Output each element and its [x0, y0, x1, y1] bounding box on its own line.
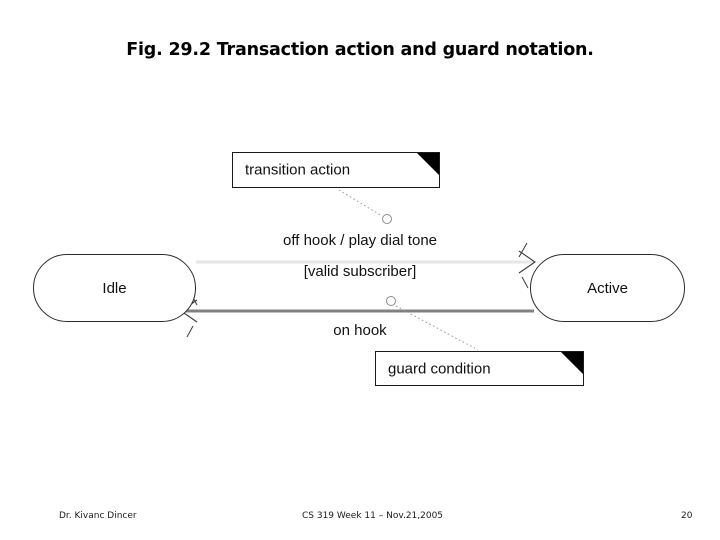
- note-folded-corner-icon: [417, 153, 439, 175]
- transition-label-event-action: off hook / play dial tone: [283, 232, 437, 249]
- state-node-active[interactable]: Active: [530, 254, 685, 322]
- note-guard-condition[interactable]: guard condition: [375, 351, 584, 386]
- arrowhead-into-active-tail: [518, 242, 529, 289]
- note-text-guard-condition: guard condition: [388, 360, 491, 377]
- note-leader-line-guard-condition: [395, 305, 479, 351]
- footer-course-info: CS 319 Week 11 – Nov.21,2005: [302, 511, 444, 521]
- state-label-active: Active: [587, 279, 628, 297]
- note-leader-line-transition-action: [338, 189, 383, 217]
- note-transition-action[interactable]: transition action: [232, 152, 440, 188]
- footer-author: Dr. Kivanc Dincer: [59, 511, 137, 521]
- note-folded-corner-icon: [561, 352, 583, 374]
- transition-label-on-hook: on hook: [333, 322, 387, 339]
- arrowhead-into-active: [518, 250, 536, 274]
- note-anchor-circle-transition-action: [382, 214, 392, 224]
- note-anchor-circle-guard-condition: [386, 296, 396, 306]
- state-node-idle[interactable]: Idle: [33, 254, 196, 322]
- transition-label-guard: [valid subscriber]: [303, 263, 417, 280]
- state-label-idle: Idle: [102, 279, 127, 297]
- footer-page-number: 20: [681, 511, 693, 521]
- note-text-transition-action: transition action: [245, 161, 351, 179]
- page-title: Fig. 29.2 Transaction action and guard n…: [126, 40, 594, 60]
